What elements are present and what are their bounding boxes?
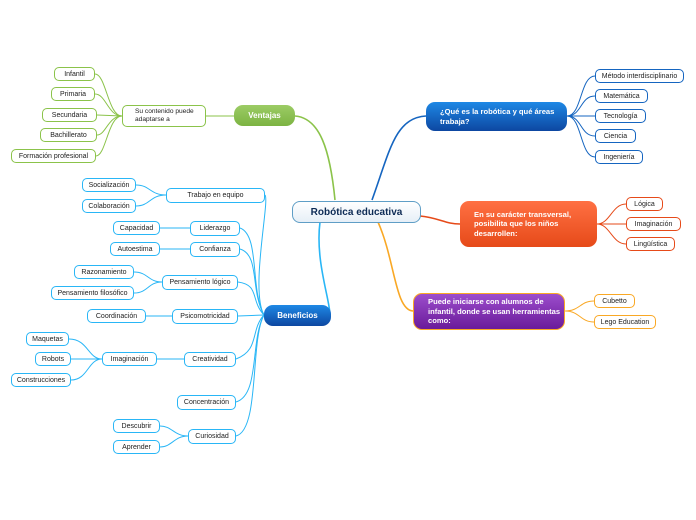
beneficio-colaboracion[interactable]: Colaboración [82,199,136,213]
infantil-lego[interactable]: Lego Education [594,315,656,329]
beneficio-imaginacion[interactable]: Imaginación [102,352,157,366]
que-es-matematica[interactable]: Matemática [595,89,648,103]
branch-transversal[interactable]: En su carácter transversal, posibilita q… [460,201,597,247]
beneficio-autoestima[interactable]: Autoestima [110,242,160,256]
que-es-tecnologia[interactable]: Tecnología [595,109,646,123]
beneficio-capacidad[interactable]: Capacidad [113,221,160,235]
beneficio-liderazgo[interactable]: Liderazgo [190,221,240,236]
branch-ventajas[interactable]: Ventajas [234,105,295,126]
beneficio-concentracion[interactable]: Concentración [177,395,236,410]
beneficio-descubrir[interactable]: Descubrir [113,419,160,433]
beneficio-pensamiento-filosofico[interactable]: Pensamiento filosófico [51,286,134,300]
central-topic[interactable]: Robótica educativa [292,201,421,223]
beneficio-curiosidad[interactable]: Curiosidad [188,429,236,444]
beneficio-robots[interactable]: Robots [35,352,71,366]
ventajas-item-primaria[interactable]: Primaria [51,87,95,101]
infantil-cubetto[interactable]: Cubetto [594,294,635,308]
ventajas-item-secundaria[interactable]: Secundaria [42,108,97,122]
beneficio-trabajo-equipo[interactable]: Trabajo en equipo [166,188,265,203]
beneficio-psicomotricidad[interactable]: Psicomotricidad [172,309,238,324]
ventajas-subtopic[interactable]: Su contenido puede adaptarse a [122,105,206,127]
beneficio-pensamiento-logico[interactable]: Pensamiento lógico [162,275,238,290]
ventajas-item-infantil[interactable]: Infantil [54,67,95,81]
beneficio-maquetas[interactable]: Maquetas [26,332,69,346]
beneficio-coordinacion[interactable]: Coordinación [87,309,146,323]
branch-infantil[interactable]: Puede iniciarse con alumnos de infantil,… [413,293,565,330]
transversal-imaginacion[interactable]: Imaginación [626,217,681,231]
beneficio-confianza[interactable]: Confianza [190,242,240,257]
beneficio-construcciones[interactable]: Construcciones [11,373,71,387]
que-es-metodo[interactable]: Método interdisciplinario [595,69,684,83]
transversal-logica[interactable]: Lógica [626,197,663,211]
que-es-ciencia[interactable]: Ciencia [595,129,636,143]
ventajas-item-fp[interactable]: Formación profesional [11,149,96,163]
beneficio-aprender[interactable]: Aprender [113,440,160,454]
branch-que-es[interactable]: ¿Qué es la robótica y qué áreas trabaja? [426,102,567,131]
branch-beneficios[interactable]: Beneficios [264,305,331,326]
ventajas-subtopic-label: Su contenido puede adaptarse a [135,108,194,123]
ventajas-item-bachillerato[interactable]: Bachillerato [40,128,97,142]
beneficio-creatividad[interactable]: Creatividad [184,352,236,367]
que-es-ingenieria[interactable]: Ingeniería [595,150,643,164]
transversal-linguistica[interactable]: Lingüística [626,237,675,251]
beneficio-socializacion[interactable]: Socialización [82,178,136,192]
beneficio-razonamiento[interactable]: Razonamiento [74,265,134,279]
